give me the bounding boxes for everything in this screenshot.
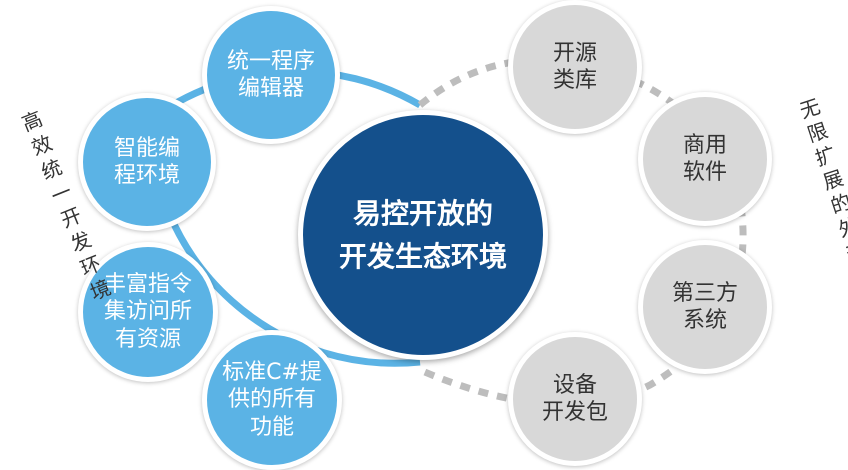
node-label: 标准C#提 供的所有 功能 [222, 359, 322, 440]
center-label: 易控开放的 开发生态环境 [338, 196, 507, 273]
node-rich-instruction-set: 丰富指令 集访问所 有资源 [78, 242, 218, 382]
node-label: 商用 软件 [682, 132, 727, 186]
node-standard-csharp: 标准C#提 供的所有 功能 [202, 330, 342, 470]
node-label: 统一程序 编辑器 [226, 48, 315, 102]
node-open-source-libs: 开源 类库 [508, 0, 642, 134]
node-label: 第三方 系统 [671, 280, 738, 334]
center-node: 易控开放的 开发生态环境 [298, 110, 548, 360]
node-smart-programming: 智能编 程环境 [78, 93, 216, 231]
node-label: 设备 开发包 [541, 372, 608, 426]
node-commercial-software: 商用 软件 [638, 92, 772, 226]
node-label: 开源 类库 [552, 40, 597, 94]
node-device-sdk: 设备 开发包 [508, 332, 642, 466]
node-label: 智能编 程环境 [113, 135, 180, 189]
node-third-party-systems: 第三方 系统 [638, 240, 772, 374]
node-unified-editor: 统一程序 编辑器 [202, 6, 340, 144]
node-label: 丰富指令 集访问所 有资源 [103, 271, 192, 352]
